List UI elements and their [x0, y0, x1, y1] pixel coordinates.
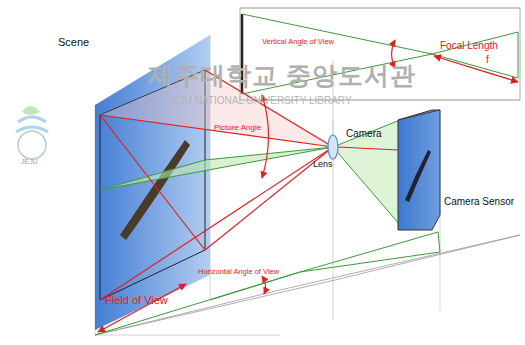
scene-label: Scene: [58, 36, 89, 48]
watermark-english: JEJU NATIONAL UNIVERSITY LIBRARY: [168, 95, 352, 106]
watermark-korean: 제주대학교 중앙도서관: [148, 62, 416, 90]
focal-length-symbol: f: [486, 54, 489, 65]
vertical-angle-label: Vertical Angle of View: [262, 38, 334, 46]
watermark-logo-text: JEJU: [21, 158, 38, 166]
camera-sensor-label: Camera Sensor: [444, 196, 514, 207]
field-of-view-label: Field of View: [105, 294, 168, 306]
camera-label: Camera: [346, 128, 382, 139]
horizontal-angle-label: Horizontal Angle of View: [198, 268, 279, 276]
picture-angle-label: Picture Angle: [214, 124, 261, 133]
lens-label: Lens: [313, 160, 333, 170]
focal-length-label: Focal Length: [440, 40, 498, 51]
